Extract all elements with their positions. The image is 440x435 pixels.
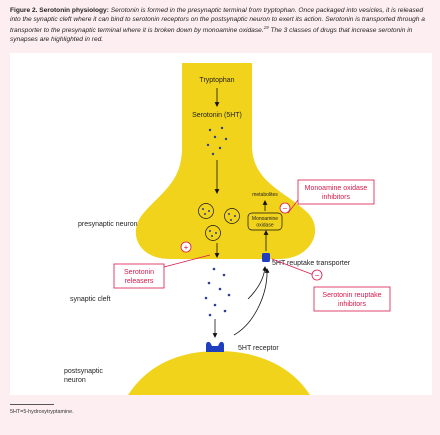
footnote-rule xyxy=(10,404,54,405)
maoi-minus-sign: − xyxy=(283,204,288,213)
sri-minus-icon xyxy=(311,269,323,281)
caption-ref: 19 xyxy=(263,25,269,31)
maoi-label-line2: inhibitors xyxy=(322,194,351,201)
maoi-label-line1: Monoamine oxidase xyxy=(305,185,368,192)
caption-title: Figure 2. Serotonin physiology: xyxy=(10,7,109,14)
releasers-pointer xyxy=(163,254,211,268)
figure-caption: Figure 2. Serotonin physiology: Serotoni… xyxy=(10,7,432,45)
caption-line1: Serotonin is formed in the presynaptic t… xyxy=(110,7,424,14)
vesicle xyxy=(205,225,221,241)
maoi-pointer xyxy=(287,199,299,214)
presynaptic-label: presynaptic neuron xyxy=(78,221,138,228)
presynaptic-neuron-shape xyxy=(135,63,316,259)
postsynaptic-neuron-shape xyxy=(128,351,310,395)
serotonin-molecules-top xyxy=(206,126,228,156)
postsynaptic-label-line1: postsynaptic xyxy=(64,368,103,375)
releasers-box xyxy=(113,263,165,289)
receptor-label: 5HT receptor xyxy=(238,345,279,352)
reuptake-curve xyxy=(247,266,268,300)
caption-line4: serotonin in synapses are highlighted in… xyxy=(10,27,413,43)
sri-minus-sign: − xyxy=(315,271,320,280)
vesicle xyxy=(198,203,214,219)
caption-line2: into the synaptic cleft where it can bin… xyxy=(10,15,396,23)
mao-box xyxy=(247,212,283,231)
transporter-icon xyxy=(262,253,270,262)
sri-pointer xyxy=(271,258,315,276)
synaptic-cleft-label: synaptic cleft xyxy=(70,296,111,303)
releasers-label-line2: releasers xyxy=(125,278,154,285)
caption-line3b: The 3 classes of drugs that increase xyxy=(268,27,377,35)
synapse-diagram: Tryptophan Serotonin (5HT) xyxy=(64,63,391,395)
maoi-box xyxy=(297,179,375,205)
maoi-minus-icon xyxy=(279,202,291,214)
releasers-label-line1: Serotonin xyxy=(124,269,154,276)
mao-label-line1: Monoamine xyxy=(252,216,278,222)
caption-line3: through a transporter to the presynaptic… xyxy=(10,15,425,35)
releasers-plus-icon xyxy=(180,241,192,253)
diagram-panel: Tryptophan Serotonin (5HT) xyxy=(10,53,432,395)
footnote: 5HT=5-hydroxytryptamine. xyxy=(10,409,74,415)
vesicle xyxy=(224,208,240,224)
sri-box xyxy=(313,286,391,312)
serotonin-molecules-cleft xyxy=(204,267,231,317)
releasers-plus-sign: + xyxy=(184,243,189,252)
mao-label-line2: oxidase xyxy=(256,223,273,229)
transporter-label: 5HT reuptake transporter xyxy=(272,260,351,267)
reuptake-curve xyxy=(233,268,270,336)
sri-label-line2: inhibitors xyxy=(338,301,367,308)
tryptophan-label: Tryptophan xyxy=(199,77,234,84)
sri-label-line1: Serotonin reuptake xyxy=(322,292,381,299)
metabolites-label: metabolites xyxy=(252,192,278,198)
postsynaptic-label-line2: neuron xyxy=(64,377,86,384)
receptor-icon xyxy=(206,341,224,352)
serotonin-label: Serotonin (5HT) xyxy=(192,112,242,119)
